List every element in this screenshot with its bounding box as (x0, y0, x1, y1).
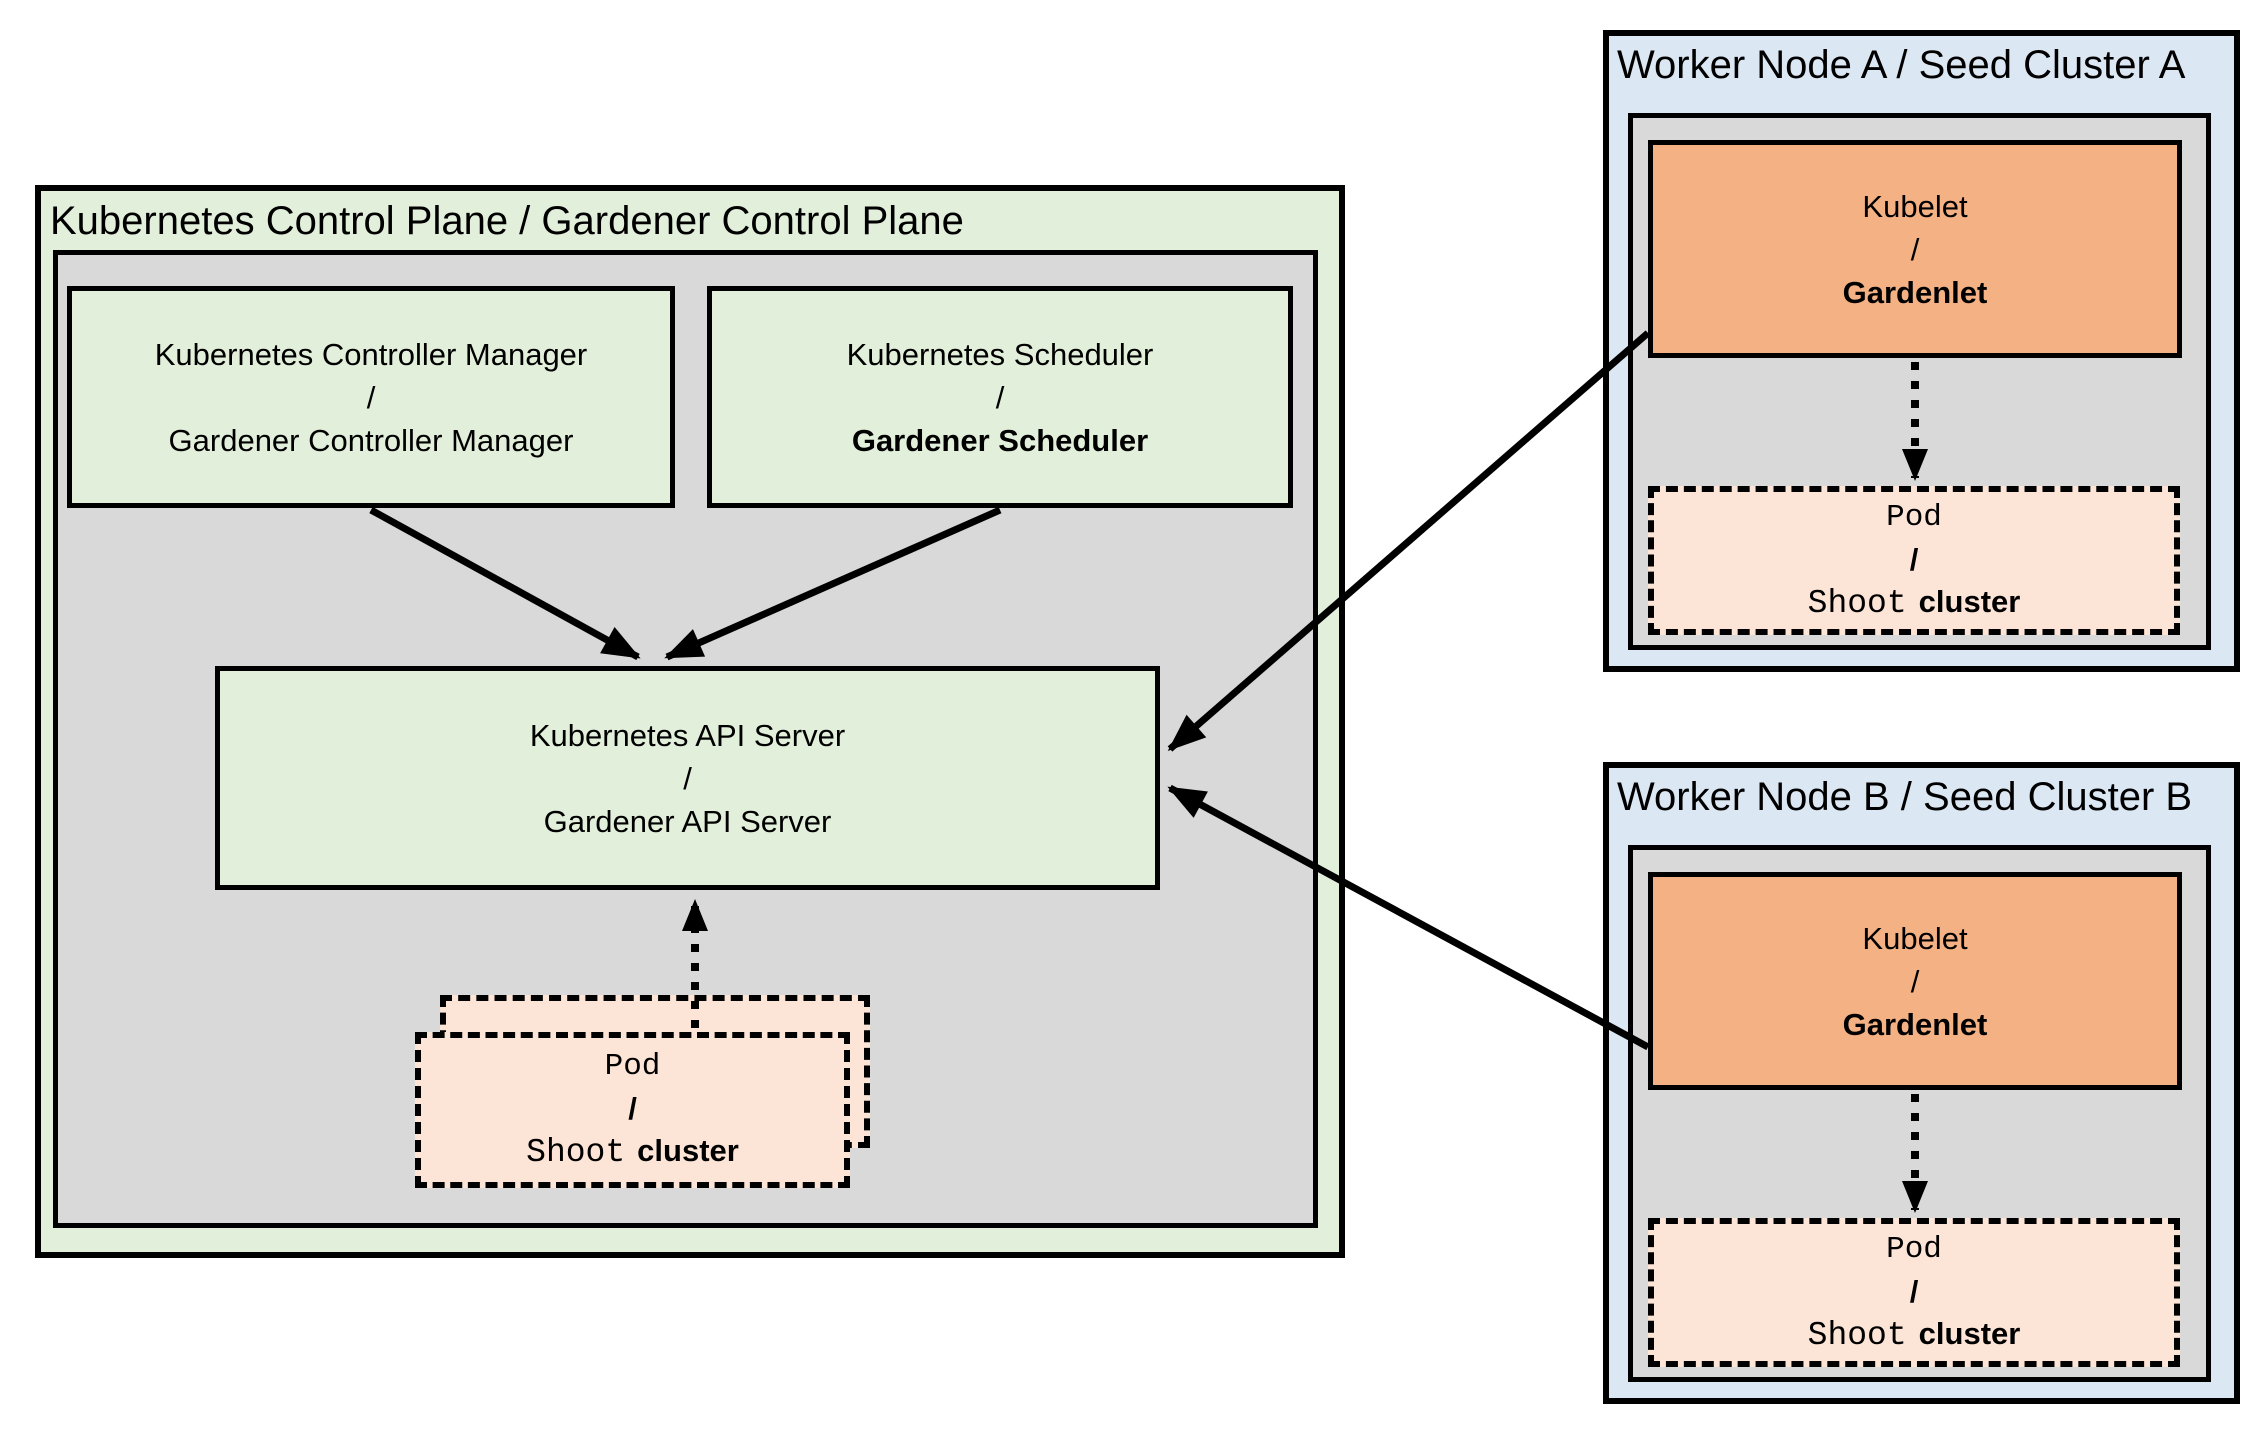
controller-manager-line1: Kubernetes Controller Manager (154, 336, 588, 372)
kubelet-b-line1: Kubelet (1862, 920, 1968, 956)
pod-shoot-stack-front-box: Pod / Shoot cluster (415, 1032, 850, 1188)
scheduler-line1: Kubernetes Scheduler (846, 336, 1154, 372)
pod-shoot-a-box: Pod / Shoot cluster (1648, 486, 2180, 635)
pod-b-label: Pod (1886, 1231, 1942, 1267)
scheduler-box: Kubernetes Scheduler / Gardener Schedule… (707, 286, 1293, 508)
api-server-line1: Kubernetes API Server (529, 717, 846, 753)
controller-manager-line2: Gardener Controller Manager (168, 422, 574, 458)
kubelet-a-line2: Gardenlet (1842, 274, 1988, 310)
api-server-box: Kubernetes API Server / Gardener API Ser… (215, 666, 1160, 890)
api-server-separator: / (683, 760, 692, 796)
kubelet-a-separator: / (1910, 231, 1920, 267)
worker-node-b-title: Worker Node B / Seed Cluster B (1617, 775, 2193, 819)
worker-node-a-title: Worker Node A / Seed Cluster A (1617, 43, 2186, 87)
pod-a-separator: / (1909, 541, 1919, 577)
cluster-label: cluster (637, 1133, 739, 1168)
shoot-cluster-label: Shoot cluster (526, 1130, 739, 1174)
control-plane-title: Kubernetes Control Plane / Gardener Cont… (50, 199, 964, 243)
controller-manager-separator: / (366, 379, 376, 415)
shoot-b-label: Shoot (1807, 1316, 1907, 1354)
pod-separator: / (628, 1091, 637, 1126)
pod-b-separator: / (1909, 1273, 1919, 1309)
kubelet-gardenlet-b-box: Kubelet / Gardenlet (1648, 872, 2182, 1090)
kubelet-b-separator: / (1910, 963, 1920, 999)
api-server-line2: Gardener API Server (543, 803, 832, 839)
kubelet-gardenlet-a-box: Kubelet / Gardenlet (1648, 140, 2182, 358)
kubelet-b-line2: Gardenlet (1842, 1006, 1988, 1042)
kubelet-a-line1: Kubelet (1862, 188, 1968, 224)
shoot-label: Shoot (526, 1134, 626, 1171)
shoot-a-label: Shoot (1807, 584, 1907, 622)
shoot-cluster-a-label: Shoot cluster (1808, 581, 2021, 625)
cluster-b-label: cluster (1918, 1315, 2021, 1351)
scheduler-separator: / (995, 379, 1005, 415)
scheduler-line2: Gardener Scheduler (851, 422, 1149, 458)
pod-a-label: Pod (1886, 499, 1942, 535)
shoot-cluster-b-label: Shoot cluster (1808, 1313, 2021, 1357)
pod-shoot-b-box: Pod / Shoot cluster (1648, 1218, 2180, 1367)
controller-manager-box: Kubernetes Controller Manager / Gardener… (67, 286, 675, 508)
cluster-a-label: cluster (1918, 583, 2021, 619)
pod-label: Pod (604, 1049, 661, 1084)
